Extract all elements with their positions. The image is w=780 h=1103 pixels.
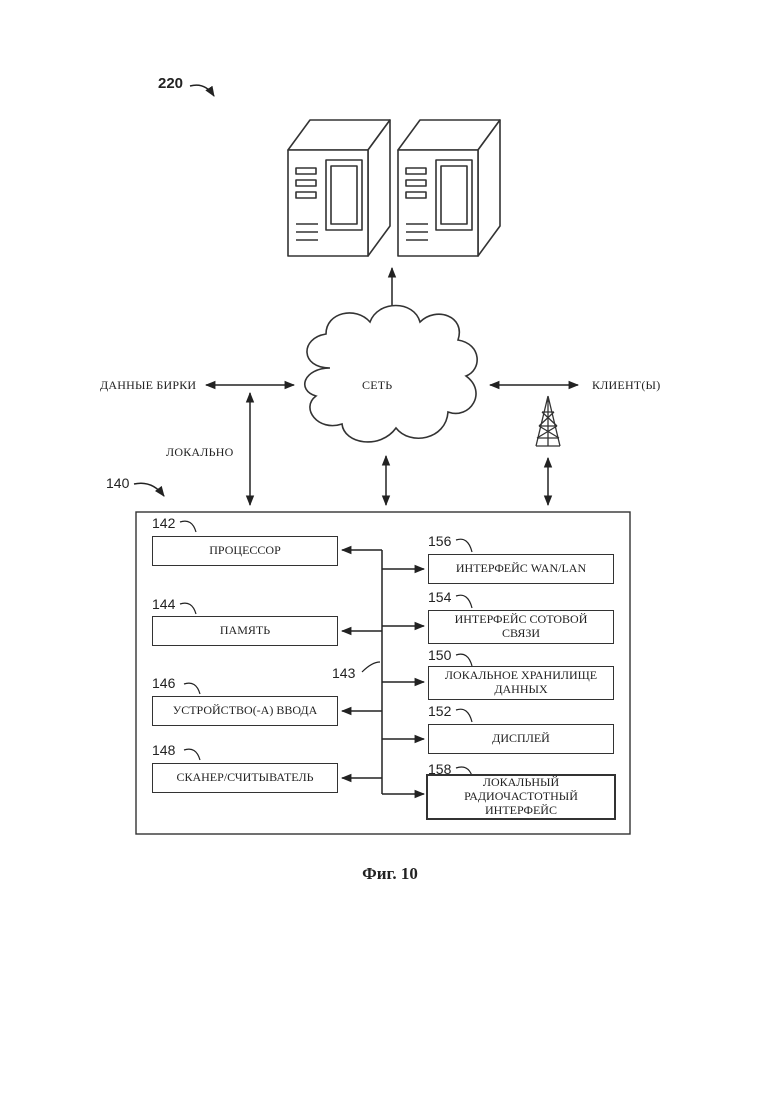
local-storage-label-line1: ЛОКАЛЬНОЕ ХРАНИЛИЩЕ xyxy=(445,669,597,683)
input-devices-label: УСТРОЙСТВО(-А) ВВОДА xyxy=(173,704,318,718)
ref-150: 150 xyxy=(428,648,451,663)
ref-144: 144 xyxy=(152,597,175,612)
wan-lan-interface-block: ИНТЕРФЕЙС WAN/LAN xyxy=(428,554,614,584)
clients-label: КЛИЕНТ(Ы) xyxy=(592,379,660,392)
rf-interface-block: ЛОКАЛЬНЫЙ РАДИОЧАСТОТНЫЙ ИНТЕРФЕЙС xyxy=(426,774,616,820)
ref-220: 220 xyxy=(158,76,183,93)
cellular-interface-block: ИНТЕРФЕЙС СОТОВОЙ СВЯЗИ xyxy=(428,610,614,644)
ref-143: 143 xyxy=(332,666,355,681)
figure-caption: Фиг. 10 xyxy=(0,864,780,884)
scanner-label: СКАНЕР/СЧИТЫВАТЕЛЬ xyxy=(176,771,313,785)
input-devices-block: УСТРОЙСТВО(-А) ВВОДА xyxy=(152,696,338,726)
rf-interface-label-line2: РАДИОЧАСТОТНЫЙ xyxy=(464,790,578,804)
processor-label: ПРОЦЕССОР xyxy=(209,544,281,558)
ref-146: 146 xyxy=(152,676,175,691)
ref-142: 142 xyxy=(152,516,175,531)
ref-152: 152 xyxy=(428,704,451,719)
ref-arrow-140 xyxy=(134,483,164,496)
cellular-interface-label-line1: ИНТЕРФЕЙС СОТОВОЙ xyxy=(455,613,588,627)
memory-block: ПАМЯТЬ xyxy=(152,616,338,646)
ref-140: 140 xyxy=(106,476,129,491)
display-label: ДИСПЛЕЙ xyxy=(492,732,550,746)
rf-interface-label-line1: ЛОКАЛЬНЫЙ xyxy=(464,776,578,790)
ref-154: 154 xyxy=(428,590,451,605)
ref-156: 156 xyxy=(428,534,451,549)
rf-interface-label-line3: ИНТЕРФЕЙС xyxy=(464,804,578,818)
ref-148: 148 xyxy=(152,743,175,758)
antenna-icon xyxy=(536,396,560,446)
cloud-icon xyxy=(305,306,477,442)
local-label: ЛОКАЛЬНО xyxy=(166,446,233,459)
processor-block: ПРОЦЕССОР xyxy=(152,536,338,566)
local-storage-block: ЛОКАЛЬНОЕ ХРАНИЛИЩЕ ДАННЫХ xyxy=(428,666,614,700)
scanner-block: СКАНЕР/СЧИТЫВАТЕЛЬ xyxy=(152,763,338,793)
network-label: СЕТЬ xyxy=(362,379,392,392)
memory-label: ПАМЯТЬ xyxy=(220,624,270,638)
local-storage-label-line2: ДАННЫХ xyxy=(445,683,597,697)
server-icon xyxy=(398,120,500,256)
cellular-interface-label-line2: СВЯЗИ xyxy=(455,627,588,641)
display-block: ДИСПЛЕЙ xyxy=(428,724,614,754)
ref-arrow-220 xyxy=(190,85,214,96)
server-icon xyxy=(288,120,390,256)
tag-data-label: ДАННЫЕ БИРКИ xyxy=(100,379,196,392)
wan-lan-interface-label: ИНТЕРФЕЙС WAN/LAN xyxy=(456,562,586,576)
